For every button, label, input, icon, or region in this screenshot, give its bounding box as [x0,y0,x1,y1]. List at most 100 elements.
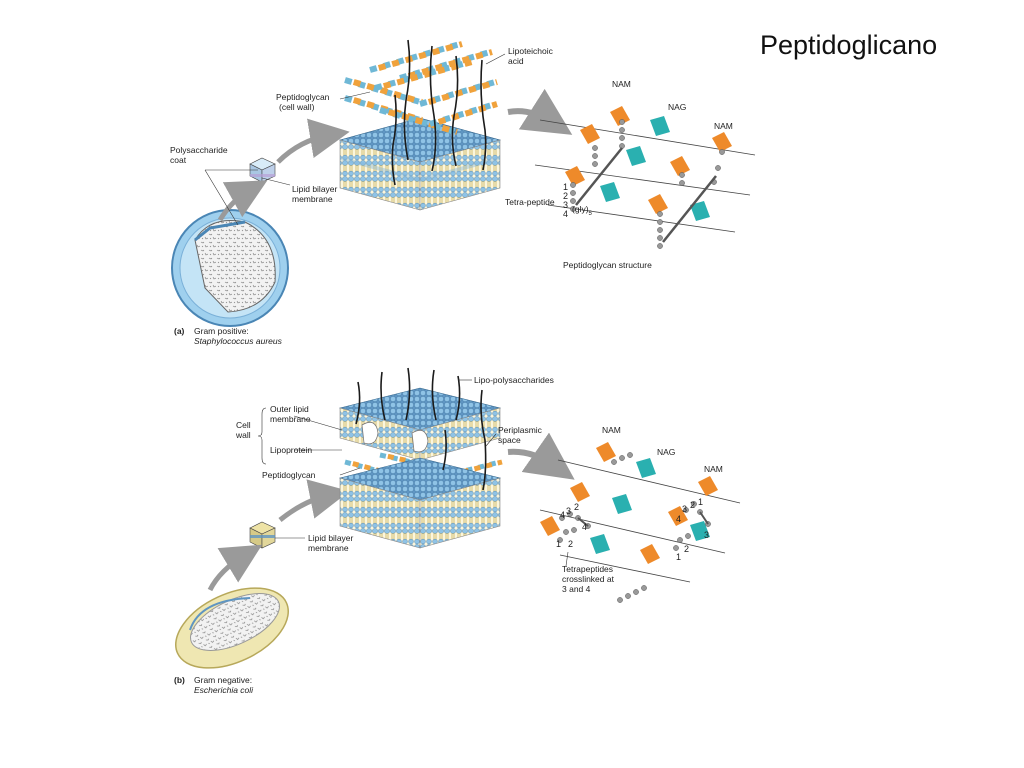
label-peptidoglycan-b: Peptidoglycan [262,470,316,480]
peptide-position-4: 4 [563,209,568,219]
panel-a-leader-lines [204,53,506,226]
label-lipid-bilayer-b: Lipid bilayer [308,533,354,543]
peptide-b-left-4: 4 [560,510,565,520]
zoom-arrow-b1 [207,544,263,592]
nag-unit [636,458,656,478]
peptide-position-2: 2 [563,191,568,201]
zoom-arrow-a2 [276,118,350,164]
nam-unit [698,476,718,496]
label-lipo-polysaccharides: Lipo-polysaccharides [474,375,554,385]
nam-unit [610,106,630,126]
panel-b-gram-negative: Lipo-polysaccharides Cell wall Outer lip… [174,367,741,695]
gram-positive-cell [171,209,289,327]
zoom-arrow-a3 [507,88,573,135]
nam-unit [712,132,732,152]
peptide-b-left-2: 2 [574,502,579,512]
peptide-b-right-3b: 3 [704,530,709,540]
panel-a-gram-positive: Lipoteichoic acid Peptidoglycan (cell wa… [170,39,756,346]
nag-unit [626,146,646,166]
zoom-arrow-b3 [507,432,575,480]
nam-unit [570,482,590,502]
label-gly: (gly)5 [572,204,593,217]
peptide-b-right-3: 3 [682,504,687,514]
nam-unit [540,516,560,536]
nam-unit [596,442,616,462]
label-cell-wall: (cell wall) [279,102,315,112]
label-polysaccharide-coat: Polysaccharide [170,145,228,155]
peptide-b-left-2b: 2 [568,539,573,549]
label-polysaccharide-coat-2: coat [170,155,187,165]
nam-unit [580,124,600,144]
gram-positive-membrane-block [338,117,502,211]
label-outer-lipid-membrane-2: membrane [270,414,311,424]
cell-wall-sample-cube-b [249,521,276,549]
nam-unit [565,166,585,186]
lipoteichoic-acid-strands [391,39,487,186]
nam-unit [668,506,688,526]
caption-b-species: Escherichia coli [194,685,254,695]
lipo-polysaccharide-strands [355,367,487,491]
caption-b-letter: (b) [174,675,185,685]
label-tetrapeptides-2: crosslinked at [562,574,615,584]
zoom-arrow-b2 [278,479,350,522]
nag-unit [600,182,620,202]
label-periplasmic-space-2: space [498,435,521,445]
peptide-b-right-2: 2 [690,500,695,510]
slide-title: Peptidoglicano [760,30,938,60]
label-tetrapeptides-3: 3 and 4 [562,584,591,594]
peptide-b-left-1: 1 [556,539,561,549]
label-nag-b: NAG [657,447,675,457]
nam-unit [670,156,690,176]
nag-unit [612,494,632,514]
peptide-b-right-1b: 1 [676,552,681,562]
zoom-arrow-a1 [217,180,268,222]
nam-unit [648,194,668,214]
label-nam-b-left: NAM [602,425,621,435]
peptide-position-3: 3 [563,200,568,210]
outer-membrane-block [338,387,502,461]
nam-unit [640,544,660,564]
label-nam-a-right: NAM [714,121,733,131]
gram-negative-cell [175,587,289,669]
peptide-b-right-1: 1 [698,497,703,507]
label-cell-wall-b-2: wall [235,430,251,440]
label-periplasmic-space: Periplasmic [498,425,543,435]
label-tetra-peptide: Tetra-peptide [505,197,555,207]
peptide-b-right-2b: 2 [684,544,689,554]
label-lipid-bilayer-b-2: membrane [308,543,349,553]
nag-unit [690,201,710,221]
label-lipoteichoic-acid-2: acid [508,56,524,66]
label-lipoprotein: Lipoprotein [270,445,312,455]
label-peptidoglycan: Peptidoglycan [276,92,330,102]
peptide-position-1: 1 [563,182,568,192]
peptide-b-right-4: 4 [676,514,681,524]
peptidoglycan-structure-b [539,442,741,603]
caption-a-title: Gram positive: [194,326,249,336]
peptide-b-left-4b: 4 [582,522,587,532]
inner-membrane-block [338,457,502,549]
label-tetrapeptides: Tetrapeptides [562,564,613,574]
label-lipoteichoic-acid: Lipoteichoic [508,46,554,56]
leader-tetrapeptides [565,551,569,567]
caption-b-title: Gram negative: [194,675,252,685]
label-nam-b-right: NAM [704,464,723,474]
peptidoglycan-structure-a [534,106,756,249]
peptidoglycan-rods-a [344,41,498,135]
nag-unit [590,534,610,554]
nag-unit [690,521,710,541]
label-lipid-bilayer-a: Lipid bilayer [292,184,338,194]
caption-a-letter: (a) [174,326,185,336]
nag-unit [650,116,670,136]
peptide-b-left-3: 3 [566,506,571,516]
label-lipid-bilayer-a-2: membrane [292,194,333,204]
label-outer-lipid-membrane: Outer lipid [270,404,309,414]
label-cell-wall-b: Cell [236,420,251,430]
panel-b-leader-lines [257,379,497,539]
cell-wall-sample-cube-a [249,157,276,183]
caption-a-species: Staphylococcus aureus [194,336,283,346]
label-nag-a: NAG [668,102,686,112]
label-nam-a-left: NAM [612,79,631,89]
label-peptidoglycan-structure: Peptidoglycan structure [563,260,652,270]
